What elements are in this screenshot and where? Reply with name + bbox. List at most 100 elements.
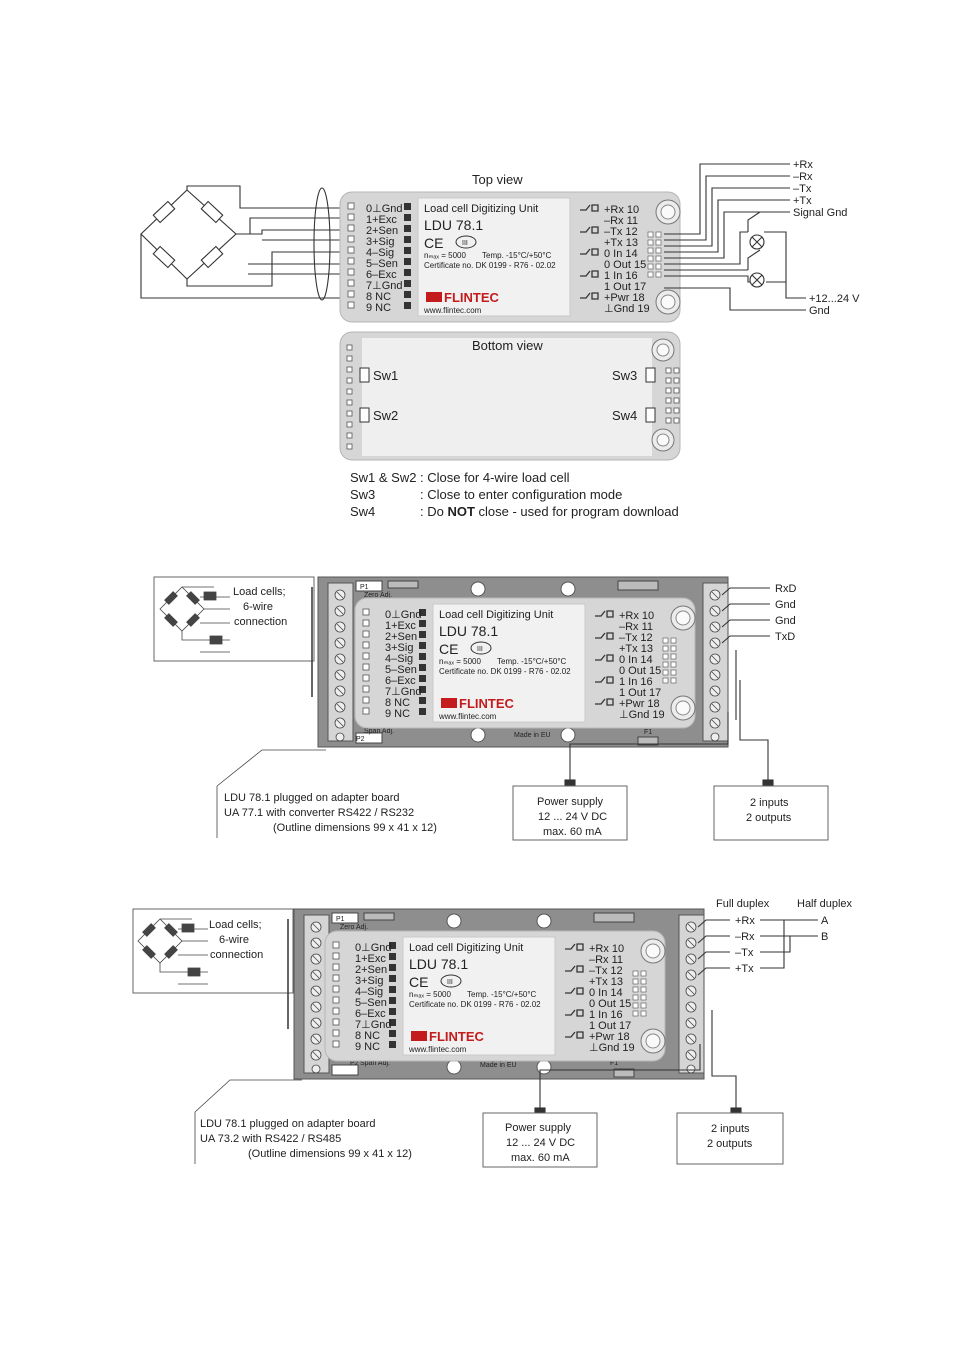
pin-label-14: 0 In 14 bbox=[619, 654, 653, 666]
pin-label-5: 5–Sen bbox=[385, 664, 417, 676]
legend-text-sw4: : Do NOT close - used for program downlo… bbox=[420, 504, 679, 519]
caption-bottom: LDU 78.1 plugged on adapter board UA 73.… bbox=[194, 1079, 412, 1164]
certificate-text: Certificate no. DK 0199 - R76 - 02.02 bbox=[409, 1000, 541, 1009]
pin-label-7: 7⊥Gnd bbox=[355, 1019, 392, 1031]
pin-label-7: 7⊥Gnd bbox=[366, 280, 403, 292]
signal-label-signal-gnd: Signal Gnd bbox=[793, 207, 847, 219]
temp-text: Temp. -15°C/+50°C bbox=[497, 657, 567, 666]
caption-line-3: (Outline dimensions 99 x 41 x 12) bbox=[273, 822, 437, 834]
io-box-line-1: 2 inputs bbox=[711, 1123, 750, 1135]
pin-label-17: 1 Out 17 bbox=[589, 1020, 631, 1032]
legend-text-sw4-bold: NOT bbox=[447, 504, 475, 519]
serial-label-gnd-1: Gnd bbox=[775, 599, 796, 611]
load-cell-label-line-3: connection bbox=[234, 616, 287, 628]
pin-label-11: –Rx 11 bbox=[619, 621, 653, 633]
brand-logo: FLINTEC bbox=[429, 1029, 484, 1044]
caption-line-2: UA 73.2 with RS422 / RS485 bbox=[200, 1133, 341, 1145]
power-box-line-1: Power supply bbox=[505, 1122, 572, 1134]
brand-logo: FLINTEC bbox=[444, 290, 499, 305]
half-duplex-label-b: B bbox=[821, 931, 828, 943]
class-mark: III bbox=[447, 979, 453, 986]
pin-label-6: 6–Exc bbox=[385, 675, 416, 687]
half-duplex-title: Half duplex bbox=[797, 898, 853, 910]
certificate-text: Certificate no. DK 0199 - R76 - 02.02 bbox=[439, 667, 571, 676]
signal-label-tx-plus: +Tx bbox=[793, 195, 812, 207]
load-cell-label-line-3: connection bbox=[210, 949, 263, 961]
p2-label: P2 bbox=[356, 736, 365, 743]
pin-label-3: 3+Sig bbox=[366, 236, 394, 248]
ce-mark: CE bbox=[439, 641, 458, 657]
fuse-label: F1 bbox=[610, 1060, 618, 1067]
temp-text: Temp. -15°C/+50°C bbox=[467, 990, 537, 999]
ldu-module-middle: 0⊥Gnd 1+Exc 2+Sen 3+Sig 4–Sig 5–Sen 6–Ex… bbox=[354, 597, 696, 729]
power-supply-box-middle: Power supply 12 ... 24 V DC max. 60 mA bbox=[512, 785, 628, 841]
module-title: Load cell Digitizing Unit bbox=[439, 609, 553, 621]
duplex-label-rx-minus: –Rx bbox=[735, 931, 755, 943]
pin-label-4: 4–Sig bbox=[366, 247, 394, 259]
zero-adj-label: Zero Adj. bbox=[364, 592, 392, 599]
pin-label-19: ⊥Gnd 19 bbox=[589, 1042, 635, 1054]
legend-key-sw3: Sw3 bbox=[350, 487, 375, 502]
adapter-board-ua73: Zero Adj. P1 Span Adj. P2 Made in EU F1 bbox=[287, 908, 705, 1080]
nmax-text: nₘₐₓ = 5000 bbox=[424, 251, 467, 260]
pin-label-8: 8 NC bbox=[385, 697, 410, 709]
load-cell-bridge-top bbox=[140, 185, 340, 301]
module-title: Load cell Digitizing Unit bbox=[409, 942, 523, 954]
ldu-bottom-view-module: Bottom view bbox=[339, 331, 681, 461]
pin-label-4: 4–Sig bbox=[385, 653, 413, 665]
pin-label-19: ⊥Gnd 19 bbox=[619, 709, 665, 721]
pin-label-2: 2+Sen bbox=[366, 225, 398, 237]
pin-label-6: 6–Exc bbox=[366, 269, 397, 281]
pin-label-4: 4–Sig bbox=[355, 986, 383, 998]
pin-label-17: 1 Out 17 bbox=[619, 687, 661, 699]
pin-label-13: +Tx 13 bbox=[604, 237, 638, 249]
switch-label-sw1: Sw1 bbox=[373, 368, 398, 383]
power-label-supply: +12...24 V bbox=[809, 293, 860, 305]
io-box-line-1: 2 inputs bbox=[750, 797, 789, 809]
power-box-line-3: max. 60 mA bbox=[543, 826, 602, 838]
adapter-board-ua77: Zero Adj. P1 Span Adj. P2 Made in EU F1 bbox=[311, 576, 729, 748]
nmax-text: nₘₐₓ = 5000 bbox=[409, 990, 452, 999]
top-view-title: Top view bbox=[472, 172, 523, 187]
serial-label-txd: TxD bbox=[775, 631, 795, 643]
pin-label-1: 1+Exc bbox=[355, 953, 386, 965]
power-box-line-1: Power supply bbox=[537, 796, 604, 808]
pin-label-2: 2+Sen bbox=[355, 964, 387, 976]
pin-label-10: +Rx 10 bbox=[604, 204, 639, 216]
pin-label-13: +Tx 13 bbox=[619, 643, 653, 655]
pin-label-12: –Tx 12 bbox=[619, 632, 653, 644]
load-cell-box-bottom: Load cells; 6-wire connection bbox=[132, 908, 294, 994]
class-mark: III bbox=[477, 646, 483, 653]
pin-label-18: +Pwr 18 bbox=[604, 292, 645, 304]
io-box-middle: 2 inputs 2 outputs bbox=[713, 785, 829, 841]
duplex-label-rx-plus: +Rx bbox=[735, 915, 755, 927]
load-cell-label-line-2: 6-wire bbox=[219, 934, 249, 946]
pin-label-15: 0 Out 15 bbox=[589, 998, 631, 1010]
duplex-wiring-bottom bbox=[534, 919, 818, 1117]
pin-label-3: 3+Sig bbox=[355, 975, 383, 987]
span-adj-label: Span Adj. bbox=[360, 1060, 390, 1067]
io-box-bottom: 2 inputs 2 outputs bbox=[676, 1112, 784, 1165]
p1-label: P1 bbox=[360, 584, 369, 591]
pin-label-17: 1 Out 17 bbox=[604, 281, 646, 293]
signal-label-tx-minus: –Tx bbox=[793, 183, 812, 195]
middle-section: Load cells; 6-wire connection Zero Adj. … bbox=[153, 576, 829, 841]
pin-label-16: 1 In 16 bbox=[589, 1009, 623, 1021]
signal-label-rx-plus: +Rx bbox=[793, 159, 813, 171]
brand-logo: FLINTEC bbox=[459, 696, 514, 711]
pin-label-0: 0⊥Gnd bbox=[355, 942, 392, 954]
pin-label-5: 5–Sen bbox=[355, 997, 387, 1009]
bottom-view-title: Bottom view bbox=[472, 338, 543, 353]
pin-label-9: 9 NC bbox=[385, 708, 410, 720]
io-box-line-2: 2 outputs bbox=[746, 812, 792, 824]
p1-label: P1 bbox=[336, 916, 345, 923]
website-text: www.flintec.com bbox=[423, 306, 482, 315]
pin-label-0: 0⊥Gnd bbox=[385, 609, 422, 621]
legend-text-sw3: : Close to enter configuration mode bbox=[420, 487, 622, 502]
made-in-label: Made in EU bbox=[480, 1062, 517, 1069]
legend-key-sw1-sw2: Sw1 & Sw2 bbox=[350, 470, 416, 485]
power-supply-box-bottom: Power supply 12 ... 24 V DC max. 60 mA bbox=[482, 1112, 598, 1168]
nmax-text: nₘₐₓ = 5000 bbox=[439, 657, 482, 666]
pin-label-16: 1 In 16 bbox=[604, 270, 638, 282]
